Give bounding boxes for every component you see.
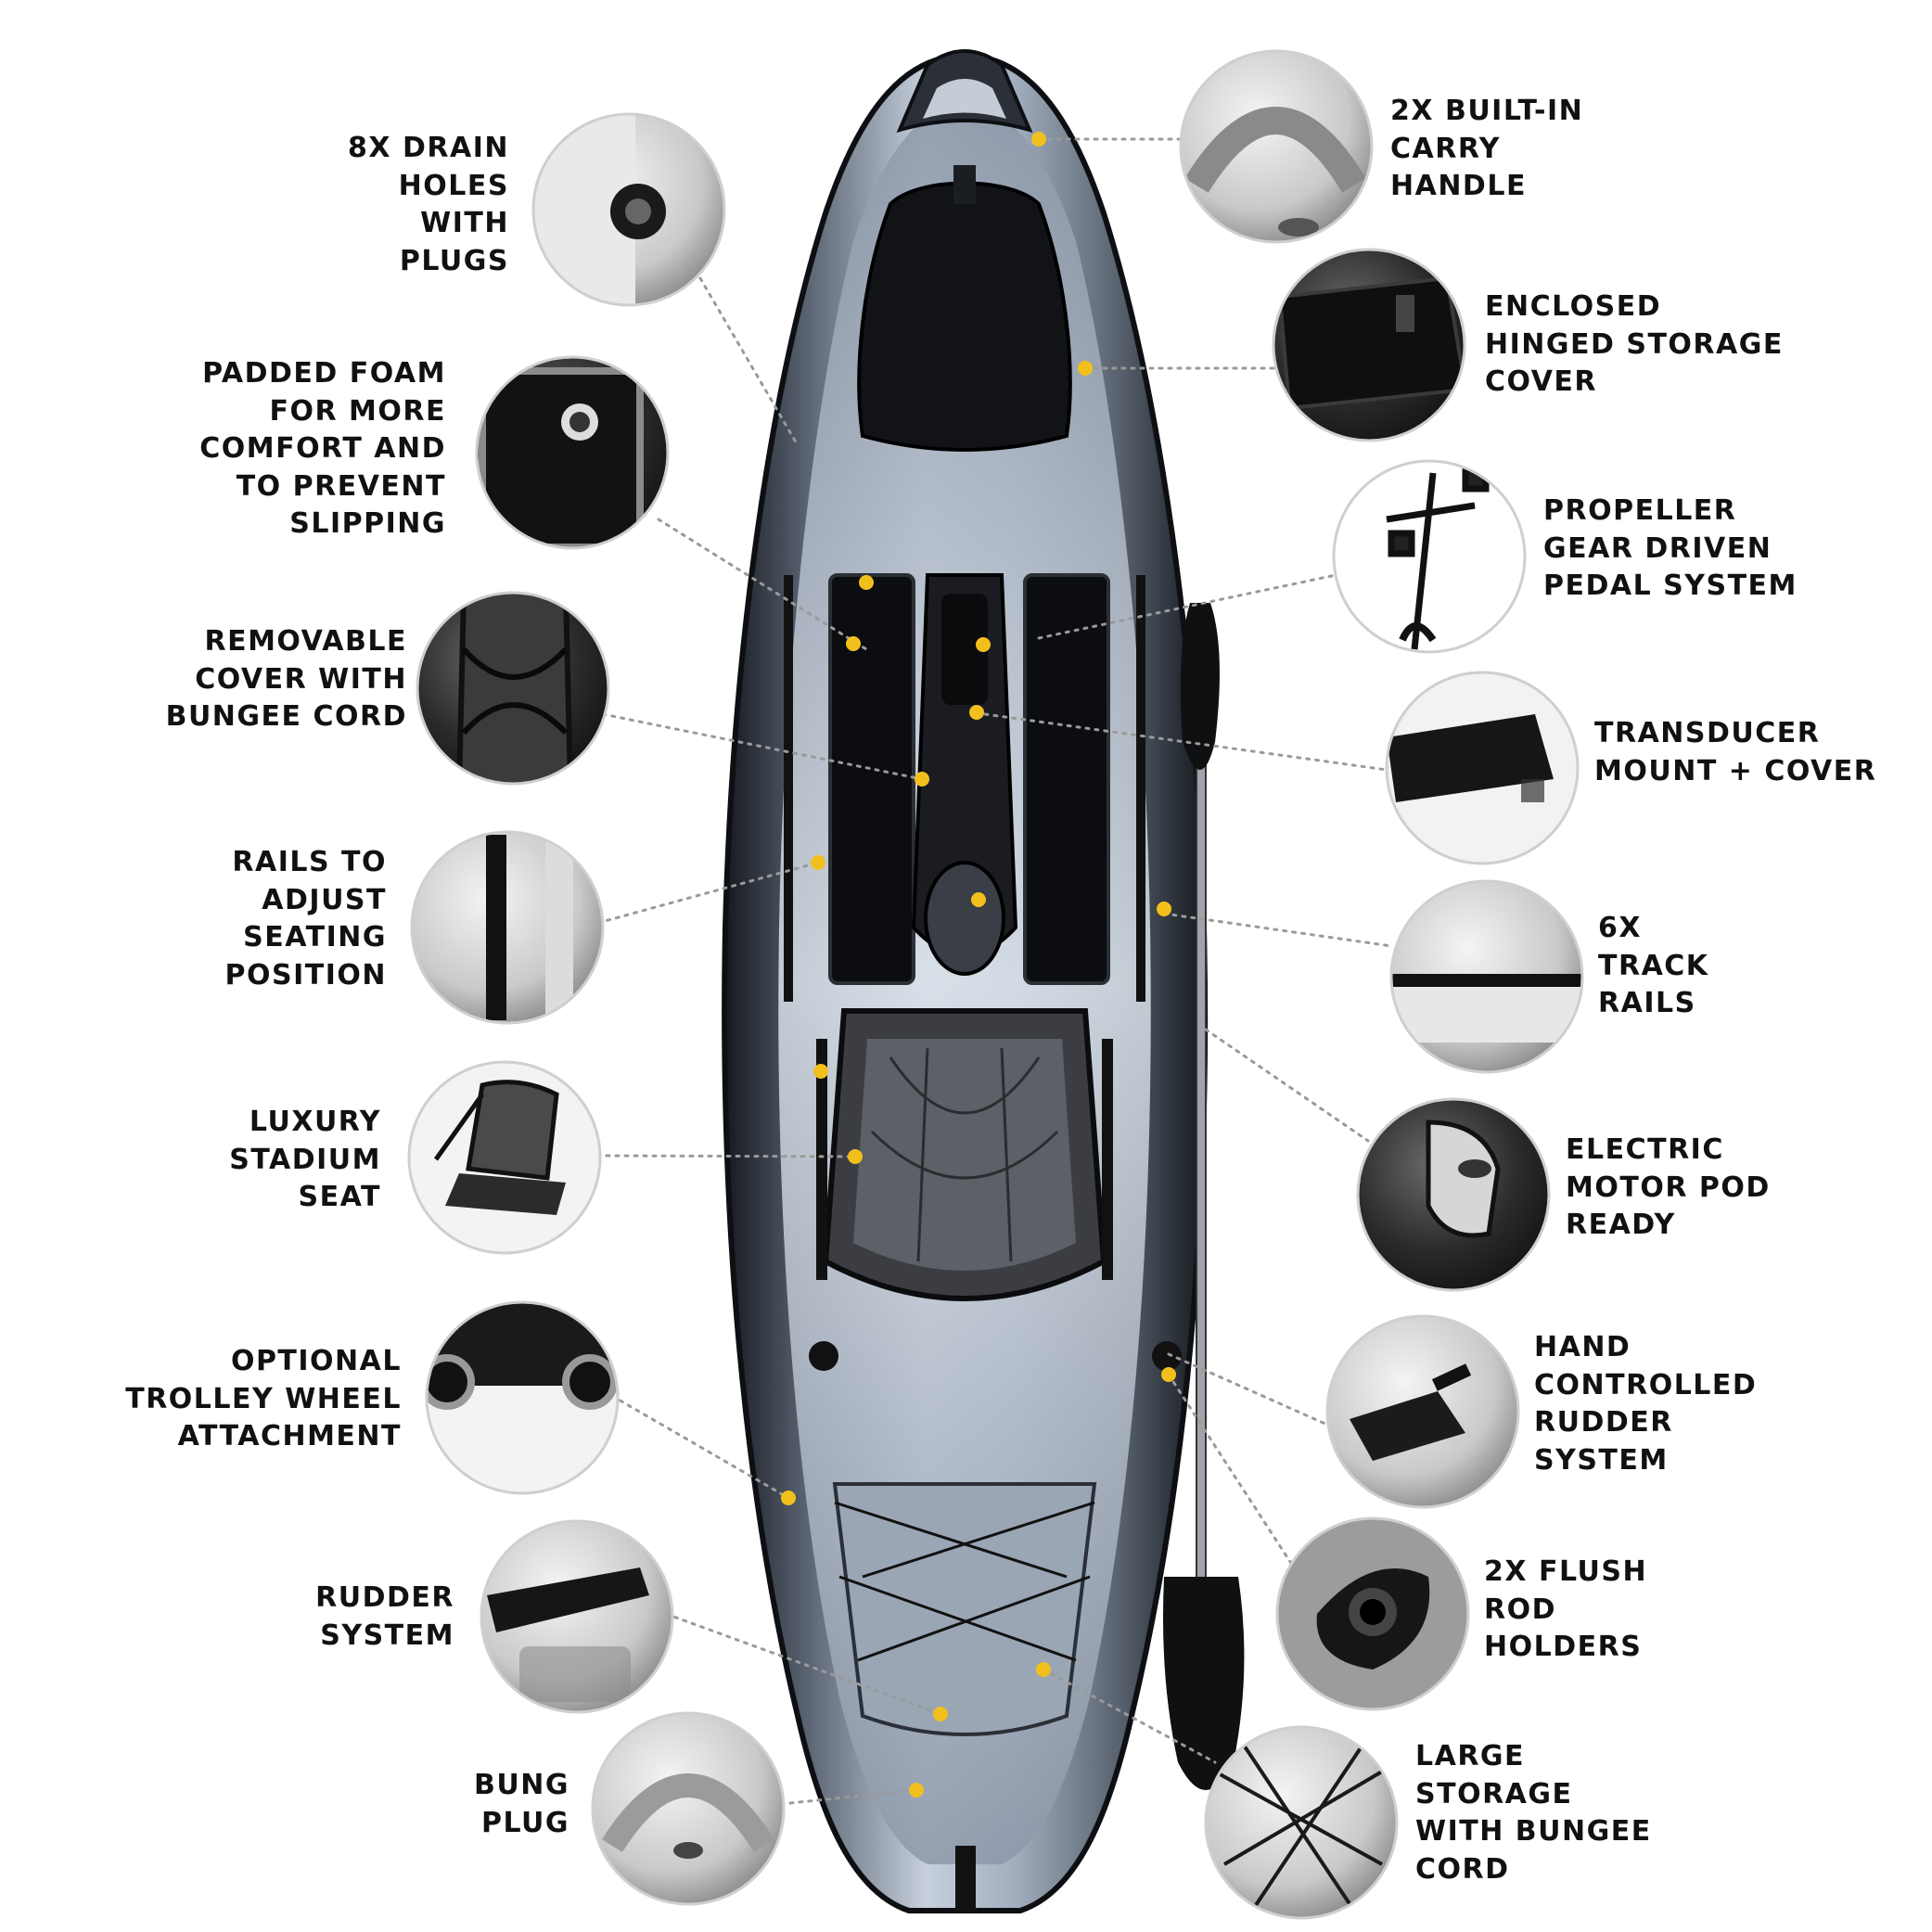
thumb-rod-holders — [1275, 1516, 1470, 1711]
marker-drain — [846, 636, 861, 651]
marker-track-rails — [1157, 902, 1171, 916]
thumb-drain-holes — [531, 112, 726, 307]
leader-cover — [601, 712, 924, 781]
thumb-track-rails — [1389, 879, 1584, 1074]
leader-handr — [1167, 1352, 1337, 1430]
thumb-bung-plug — [591, 1711, 786, 1906]
leader-rod — [1167, 1373, 1296, 1569]
marker-rod-holders — [1161, 1367, 1176, 1382]
thumb-transducer-mount — [1385, 671, 1580, 865]
leader-track — [1162, 912, 1393, 948]
thumb-stadium-seat — [407, 1060, 602, 1255]
leader-trans — [983, 712, 1388, 772]
thumb-rudder-system — [480, 1519, 674, 1714]
leader-rails — [596, 861, 820, 925]
marker-stadium-seat — [848, 1149, 863, 1164]
marker-carry-handle — [1031, 132, 1046, 147]
leader-trolley — [610, 1394, 790, 1500]
marker-removable-cover — [915, 772, 929, 787]
leader-seat — [595, 1154, 857, 1158]
marker-hinged-storage — [1078, 361, 1093, 376]
marker-seating-rails — [811, 855, 825, 870]
thumb-hinged-storage — [1272, 248, 1466, 442]
thumb-trolley-wheel — [425, 1300, 620, 1495]
leader-foam — [657, 518, 868, 651]
thumb-large-storage — [1204, 1725, 1399, 1920]
marker-large-storage — [1036, 1662, 1051, 1677]
marker-pedal — [976, 637, 991, 652]
kayak-hull — [722, 49, 1245, 1913]
thumb-carry-handle — [1179, 49, 1374, 244]
marker-transducer — [969, 705, 984, 720]
marker-hand-rudder — [813, 1064, 828, 1079]
thumb-removable-cover — [416, 591, 610, 786]
leader-motor — [1204, 1028, 1370, 1143]
thumb-hand-rudder — [1325, 1314, 1520, 1509]
detail-thumbnails — [407, 49, 1584, 1920]
marker-motor-pod — [971, 892, 986, 907]
thumb-motor-pod — [1356, 1097, 1551, 1292]
thumb-seating-rails — [410, 830, 605, 1025]
marker-padded-foam — [859, 575, 874, 590]
leader-bung — [779, 1788, 918, 1806]
marker-trolley — [781, 1491, 796, 1505]
marker-rudder — [933, 1707, 948, 1721]
feature-markers — [781, 132, 1176, 1798]
leader-lines — [595, 137, 1393, 1806]
leader-drain — [698, 276, 800, 447]
marker-bung — [909, 1783, 924, 1798]
thumb-padded-foam — [475, 355, 670, 550]
thumb-pedal-system — [1332, 459, 1527, 654]
leader-rudder — [664, 1612, 942, 1716]
leader-pedal — [1037, 573, 1337, 640]
